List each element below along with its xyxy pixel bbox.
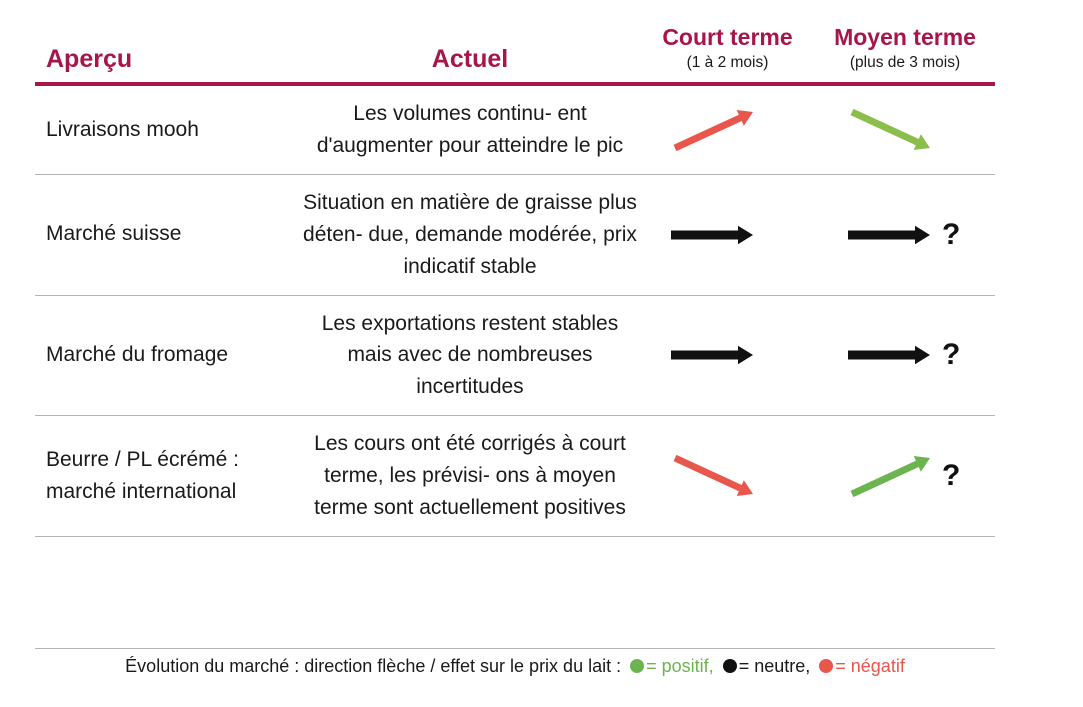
short-term-subtitle: (1 à 2 mois) [686, 53, 769, 71]
column-header-medium-term: Moyen terme (plus de 3 mois) [815, 24, 995, 84]
red-dot-icon [819, 659, 834, 673]
arrow-up-icon [850, 456, 930, 498]
short-term-trend: ? [640, 446, 815, 506]
row-current-situation: Les cours ont été corrigés à court terme… [314, 432, 626, 520]
market-outlook-table: Aperçu Actuel Court terme (1 à 2 mois) M… [35, 24, 995, 537]
row-short-term: ? [640, 295, 815, 416]
table-row: Livraisons mooh Les volumes continu- ent … [35, 84, 995, 175]
question-mark-icon: ? [942, 459, 961, 493]
row-current-situation: Situation en matière de graisse plus dét… [303, 190, 637, 278]
row-current-situation: Les exportations restent stables mais av… [321, 311, 619, 399]
medium-term-title: Moyen terme [834, 24, 976, 50]
medium-term-trend: ? [815, 325, 995, 385]
legend-negative-label: = négatif [835, 656, 905, 676]
row-short-term: ? [640, 174, 815, 295]
column-header-topic: Aperçu [46, 45, 133, 73]
row-medium-term: ? [815, 416, 995, 537]
black-dot-icon [722, 659, 737, 673]
arrow-up-icon [673, 109, 753, 152]
row-medium-term: ? [815, 84, 995, 174]
medium-term-trend: ? [815, 446, 995, 506]
table-body: Livraisons mooh Les volumes continu- ent … [35, 84, 995, 537]
header-row: Aperçu Actuel Court terme (1 à 2 mois) M… [35, 24, 995, 84]
table-row: Marché du fromage Les exportations resten… [35, 295, 995, 416]
row-medium-term: ? [815, 174, 995, 295]
medium-term-trend: ? [815, 100, 995, 160]
row-medium-term: ? [815, 295, 995, 416]
short-term-title: Court terme [662, 24, 793, 50]
row-topic: Livraisons mooh [46, 117, 199, 141]
question-mark-icon: ? [942, 217, 961, 251]
row-topic: Marché du fromage [46, 343, 229, 367]
column-header-current: Actuel [431, 45, 509, 73]
legend-positive-label: = positif, [646, 656, 714, 676]
arrow-flat-icon [670, 225, 753, 244]
short-term-trend: ? [640, 325, 815, 385]
question-mark-icon: ? [942, 338, 961, 372]
arrow-flat-icon [670, 346, 753, 365]
row-current-situation: Les volumes continu- ent d'augmenter pou… [316, 102, 624, 157]
table-row: Marché suisse Situation en matière de gra… [35, 174, 995, 296]
arrow-down-icon [673, 454, 753, 497]
table-row: Beurre / PL écrémé : marché internationa… [35, 416, 995, 537]
legend-intro-text: Évolution du marché : direction flèche /… [125, 656, 622, 676]
row-short-term: ? [640, 416, 815, 537]
column-header-short-term: Court terme (1 à 2 mois) [640, 24, 815, 84]
row-topic: Beurre / PL écrémé : marché internationa… [46, 447, 239, 504]
legend-neutral-label: = neutre, [738, 656, 811, 676]
short-term-trend: ? [640, 205, 815, 265]
green-dot-icon [630, 659, 645, 673]
medium-term-subtitle: (plus de 3 mois) [849, 53, 961, 71]
table-header: Aperçu Actuel Court terme (1 à 2 mois) M… [35, 24, 995, 84]
arrow-flat-icon [848, 225, 930, 244]
arrow-down-icon [850, 108, 930, 150]
arrow-flat-icon [848, 346, 930, 365]
short-term-trend: ? [640, 100, 815, 160]
medium-term-trend: ? [815, 205, 995, 265]
legend-footer: Évolution du marché : direction flèche /… [35, 648, 995, 677]
row-short-term: ? [640, 84, 815, 174]
row-topic: Marché suisse [46, 222, 182, 246]
